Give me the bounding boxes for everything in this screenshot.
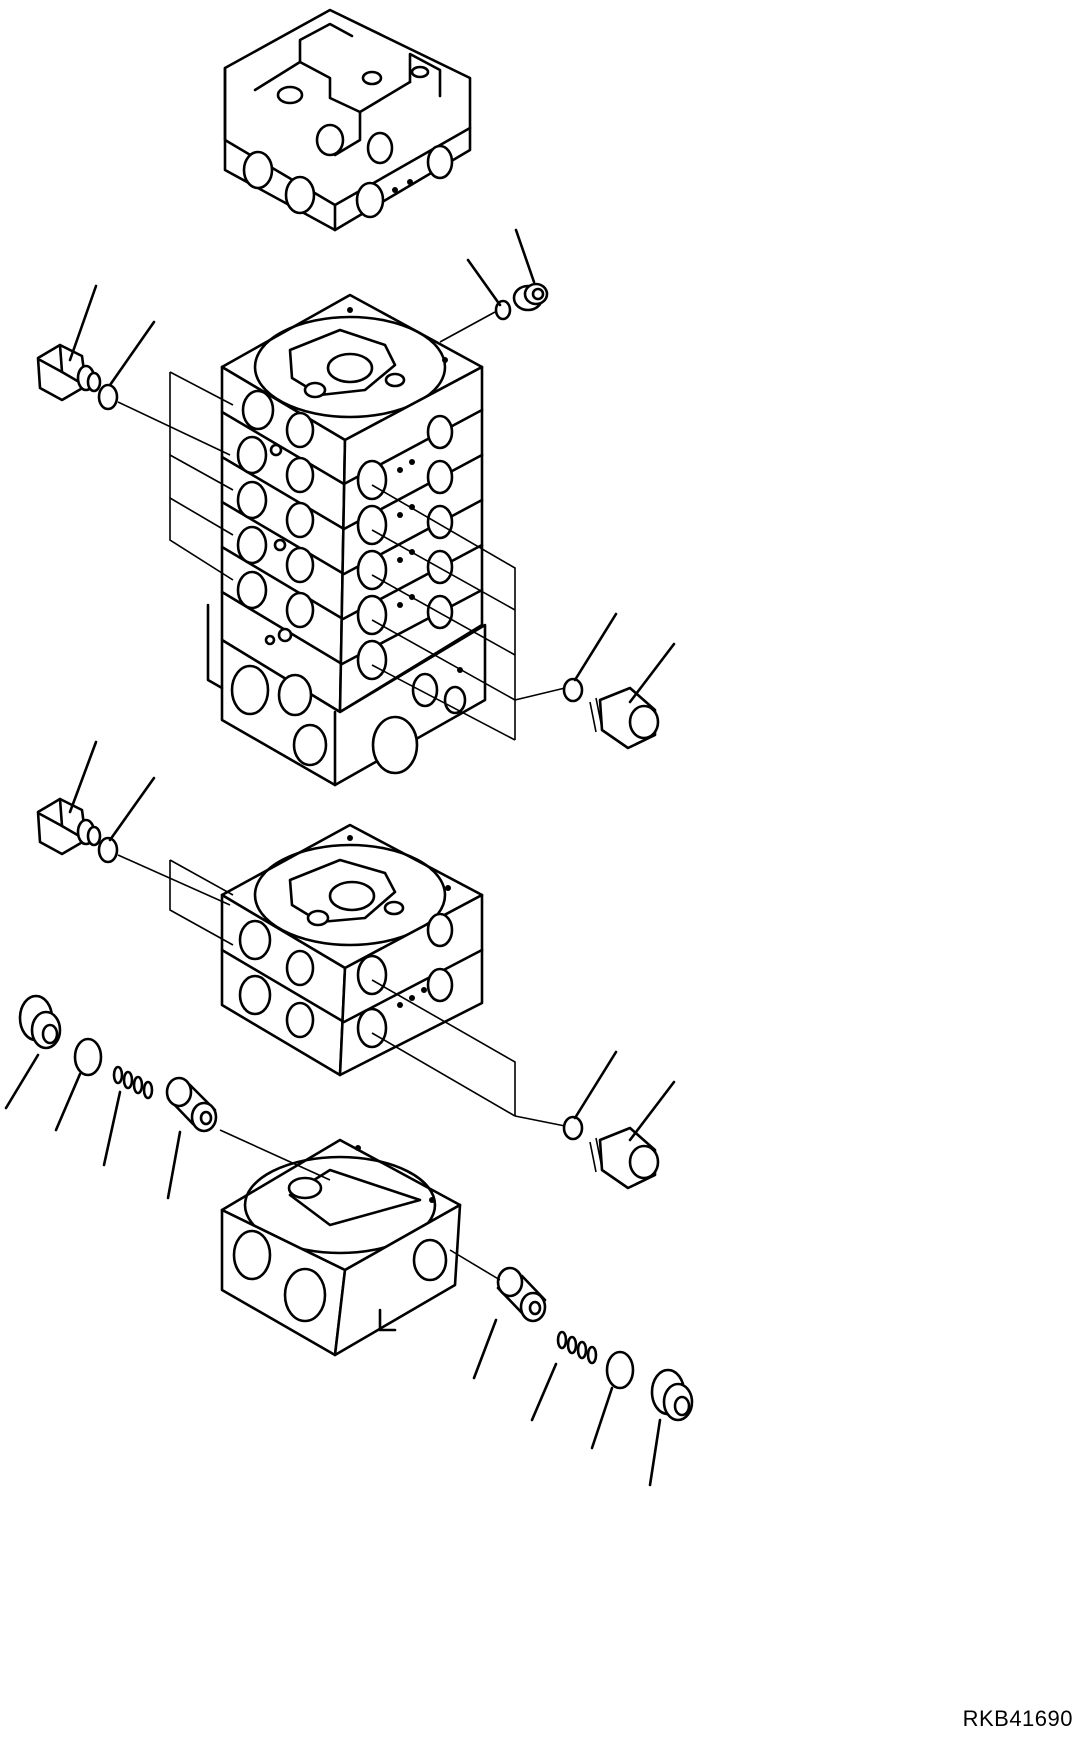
middle-valve-block: [220, 823, 484, 1077]
o-ring-right-2: [562, 1115, 584, 1141]
plug-right: [650, 1368, 694, 1422]
relief-valve-lower-left: [36, 797, 102, 856]
o-ring-left-bottom: [73, 1037, 103, 1077]
connection-lines: [117, 311, 566, 1281]
o-ring-mid-left: [97, 836, 119, 864]
relief-valve-upper-left: [36, 343, 102, 402]
spring-left: [112, 1065, 154, 1100]
o-ring-right-1: [562, 677, 584, 703]
leader-lines: [4, 228, 676, 1487]
main-valve-stack: [206, 293, 487, 787]
bottom-end-block: [220, 1138, 462, 1357]
spool-left: [165, 1076, 218, 1133]
drawing-code-label: RKB41690: [962, 1706, 1073, 1731]
relief-valve-right-1: [589, 686, 660, 750]
relief-valve-right-2: [589, 1126, 660, 1190]
top-cover-block: [223, 8, 472, 232]
o-ring-right-bottom: [605, 1350, 635, 1390]
spool-right: [496, 1266, 547, 1323]
o-ring-upper-left: [97, 383, 119, 411]
plug-left: [18, 994, 62, 1050]
spring-right: [556, 1330, 598, 1365]
plug-top-right: [512, 282, 549, 312]
